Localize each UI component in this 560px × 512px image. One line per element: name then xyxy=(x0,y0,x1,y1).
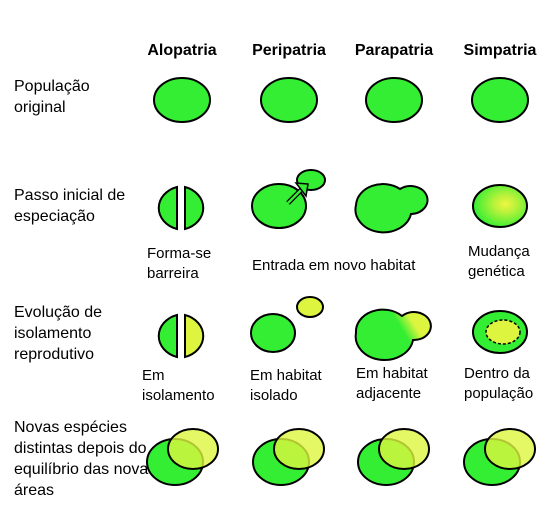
row-initial-shapes xyxy=(157,169,528,234)
column-header-peripatria: Peripatria xyxy=(252,42,326,59)
alopatria-yellow-half xyxy=(184,313,205,359)
row-original-ellipses xyxy=(153,77,529,123)
simpatria-new-species xyxy=(463,428,536,486)
note-adjacent-habitat: Em habitat adjacente xyxy=(356,365,428,402)
ellipse-parapatria-original xyxy=(365,77,423,123)
column-header-parapatria: Parapatria xyxy=(354,42,434,59)
arrow-icon xyxy=(286,182,309,205)
row-label-new-species: Novas espécies distintas depois do equil… xyxy=(14,419,157,499)
row-label-reproductive-isolation: Evolução de isolamento reprodutivo xyxy=(14,304,103,363)
note-barrier: Forma-se barreira xyxy=(147,245,212,282)
note-in-isolation: Em isolamento xyxy=(142,367,215,404)
note-isolated-habitat: Em habitat isolado xyxy=(250,367,322,404)
parapatria-expanding-population xyxy=(354,183,429,234)
peripatria-new-species xyxy=(252,428,325,486)
ellipse-simpatria-original xyxy=(471,77,529,123)
alopatria-new-species xyxy=(146,428,219,486)
ellipse-peripatria-original xyxy=(260,77,318,123)
row-label-initial-step: Passo inicial de especiação xyxy=(14,187,126,225)
row-new-species-shapes xyxy=(146,428,536,486)
note-new-habitat: Entrada em novo habitat xyxy=(252,257,416,274)
row-isolation-shapes xyxy=(157,296,528,361)
alopatria-right-half xyxy=(184,185,205,231)
column-header-simpatria: Simpatria xyxy=(463,42,537,59)
peripatria-isolated-main xyxy=(250,313,296,353)
alopatria-green-half xyxy=(157,313,178,359)
alopatria-left-half xyxy=(157,185,178,231)
column-header-alopatria: Alopatria xyxy=(147,42,217,59)
row-label-original-population: População original xyxy=(14,78,90,116)
simpatria-genetic-change xyxy=(472,184,528,228)
simpatria-inner-population xyxy=(485,319,521,345)
ellipse-alopatria-original xyxy=(153,77,211,123)
peripatria-isolated-small xyxy=(296,296,324,318)
note-within-population: Dentro da população xyxy=(464,365,534,402)
parapatria-adjacent-population xyxy=(354,308,432,361)
parapatria-new-species xyxy=(357,428,430,486)
note-genetic-change: Mudança genética xyxy=(468,243,530,280)
